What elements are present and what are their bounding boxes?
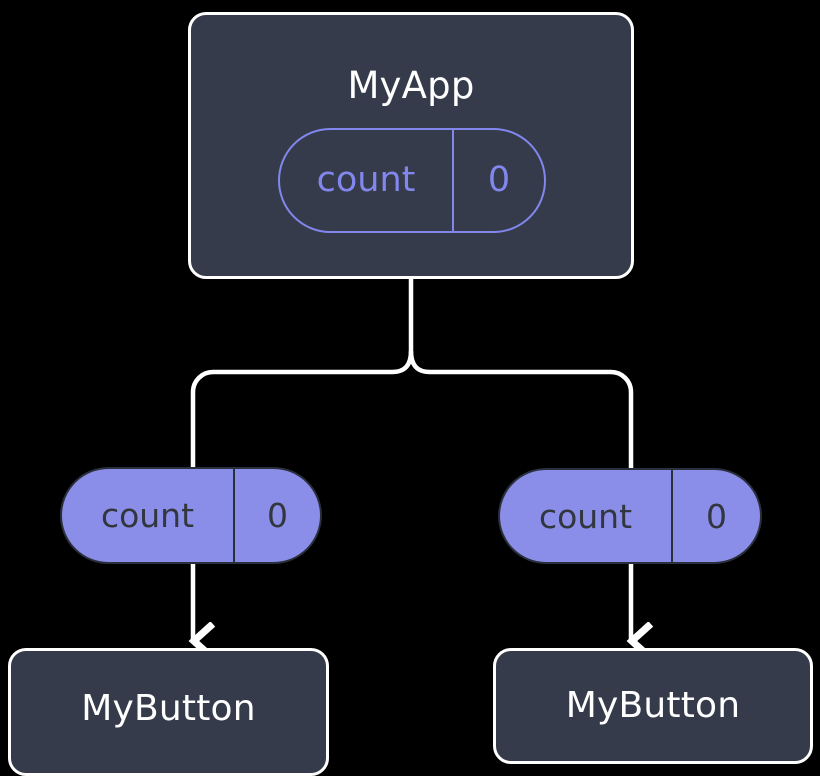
- node-mybutton-right[interactable]: MyButton: [493, 648, 813, 764]
- node-mybutton-right-label: MyButton: [565, 685, 741, 726]
- state-pill-left[interactable]: count 0: [60, 467, 322, 564]
- state-pill-myapp-key: count: [280, 130, 454, 231]
- state-pill-right-value: 0: [706, 496, 727, 536]
- state-pill-right-key: count: [500, 470, 673, 562]
- state-pill-myapp-value: 0: [487, 160, 511, 200]
- wire-branch-right: [408, 350, 634, 468]
- node-mybutton-left-label: MyButton: [81, 688, 256, 729]
- state-pill-left-value: 0: [267, 496, 288, 535]
- wire-branch-left: [190, 350, 414, 468]
- node-myapp-label: MyApp: [347, 64, 475, 107]
- state-pill-right[interactable]: count 0: [498, 468, 762, 564]
- node-mybutton-left[interactable]: MyButton: [8, 648, 329, 776]
- state-pill-myapp[interactable]: count 0: [278, 128, 546, 233]
- state-pill-left-key: count: [62, 469, 235, 562]
